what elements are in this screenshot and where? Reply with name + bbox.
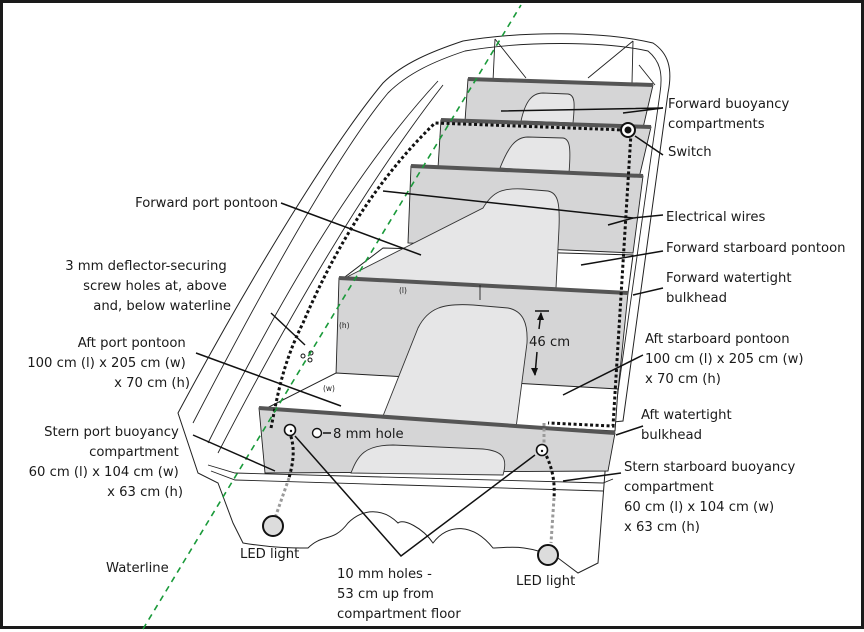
- stern-seat: [350, 444, 506, 476]
- wire-left-grey: [273, 477, 291, 519]
- label-forward-starboard-pontoon: Forward starboard pontoon: [666, 241, 846, 256]
- label-electrical-wires: Electrical wires: [666, 210, 765, 225]
- label-waterline: Waterline: [106, 561, 169, 576]
- dim-h-label: (h): [339, 321, 350, 330]
- label-aft-watertight-bulkhead: Aft watertight bulkhead: [641, 408, 736, 443]
- hull-inner-rail: [207, 80, 439, 444]
- leader-lines: [192, 107, 664, 558]
- hole-8mm-label: 8 mm hole: [333, 427, 404, 442]
- dim-w-label: (w): [323, 384, 335, 393]
- label-switch: Switch: [668, 145, 712, 160]
- hole-8mm-icon: [311, 427, 323, 439]
- label-led-light-left: LED light: [240, 547, 299, 562]
- forward-rim-1: [467, 77, 654, 87]
- label-forward-port-pontoon: Forward port pontoon: [135, 196, 278, 211]
- dim-l-label: (l): [399, 286, 407, 295]
- label-forward-buoyancy: Forward buoyancy compartments: [668, 97, 794, 132]
- aft-watertight-rim: [258, 406, 616, 435]
- switch-icon: [620, 122, 636, 138]
- electrical-wire-starboard: [547, 132, 633, 428]
- dimension-46cm: 46 cm: [529, 310, 570, 376]
- forward-seat-1: [520, 92, 575, 124]
- center-seat-forward: [341, 188, 560, 289]
- stern-deck-2: [210, 470, 604, 492]
- label-led-light-right: LED light: [516, 574, 575, 589]
- forward-seat-2: [499, 136, 571, 174]
- wire-left-drop: [287, 430, 295, 479]
- bow-braces: [492, 38, 656, 86]
- hull-inner-rail-2: [217, 84, 444, 454]
- wire-right-drop: [542, 450, 556, 499]
- led-light-left-icon: [262, 515, 284, 537]
- forward-rim-3: [410, 164, 644, 178]
- electrical-wire-forward: [269, 121, 626, 429]
- label-stern-starboard-buoyancy: Stern starboard buoyancy compartment 60 …: [624, 460, 800, 535]
- hull-gunwale: [192, 43, 662, 424]
- dimension-46-label: 46 cm: [529, 335, 570, 350]
- label-aft-port-pontoon: Aft port pontoon 100 cm (l) x 205 cm (w)…: [27, 336, 190, 391]
- forward-watertight-rim: [338, 276, 629, 295]
- label-forward-watertight-bulkhead: Forward watertight bulkhead: [666, 271, 796, 306]
- label-screw-holes: 3 mm deflector-securing screw holes at, …: [65, 259, 231, 314]
- label-stern-port-buoyancy: Stern port buoyancy compartment 60 cm (l…: [29, 425, 183, 500]
- boat-diagram: (l) (h) (w) 46 cm 8 mm hole: [27, 4, 846, 630]
- label-aft-starboard-pontoon: Aft starboard pontoon 100 cm (l) x 205 c…: [645, 332, 808, 387]
- stern-deck: [207, 464, 614, 484]
- waterline-line: [142, 4, 522, 630]
- wire-right-grey: [549, 497, 556, 544]
- led-light-right-icon: [537, 544, 559, 566]
- forward-rim-2: [440, 118, 652, 129]
- hole-10mm-right-icon: [535, 443, 549, 457]
- label-10mm-holes: 10 mm holes - 53 cm up from compartment …: [337, 567, 461, 622]
- hole-10mm-left-icon: [283, 423, 297, 437]
- center-seat-aft: [382, 304, 528, 429]
